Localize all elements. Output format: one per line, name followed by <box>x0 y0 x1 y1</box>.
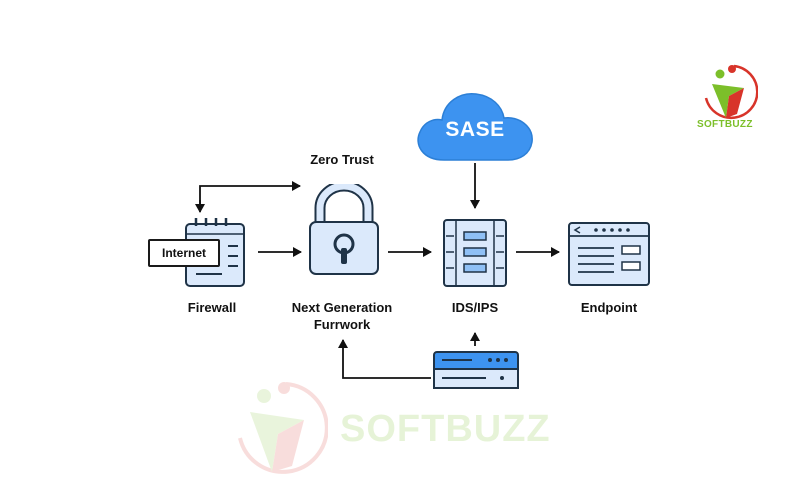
endpoint-label: Endpoint <box>580 300 638 315</box>
softbuzz-logo-icon <box>704 64 758 120</box>
ids-ips-icon <box>443 219 507 287</box>
edge-internet-to-zero-trust <box>199 181 301 210</box>
sase-label: SASE <box>445 118 505 141</box>
internet-tag: Internet <box>148 239 220 267</box>
zero-trust-label: Zero Trust <box>310 152 374 167</box>
padlock-icon <box>309 184 379 275</box>
server-panel-icon <box>433 351 519 389</box>
edge-server-to-ngfw <box>338 339 431 379</box>
sase-cloud-icon <box>417 93 533 161</box>
ids-ips-label: IDS/IPS <box>451 300 499 315</box>
watermark-text: SOFTBUZZ <box>340 408 551 450</box>
endpoint-browser-icon <box>568 222 650 286</box>
firewall-label: Firewall <box>187 300 237 315</box>
ngfw-label-line1: Next Generation <box>291 300 393 315</box>
ngfw-label-line2: Furrwork <box>313 317 371 332</box>
watermark-logo-icon <box>238 382 328 474</box>
softbuzz-brand-text: SOFTBUZZ <box>697 119 753 130</box>
